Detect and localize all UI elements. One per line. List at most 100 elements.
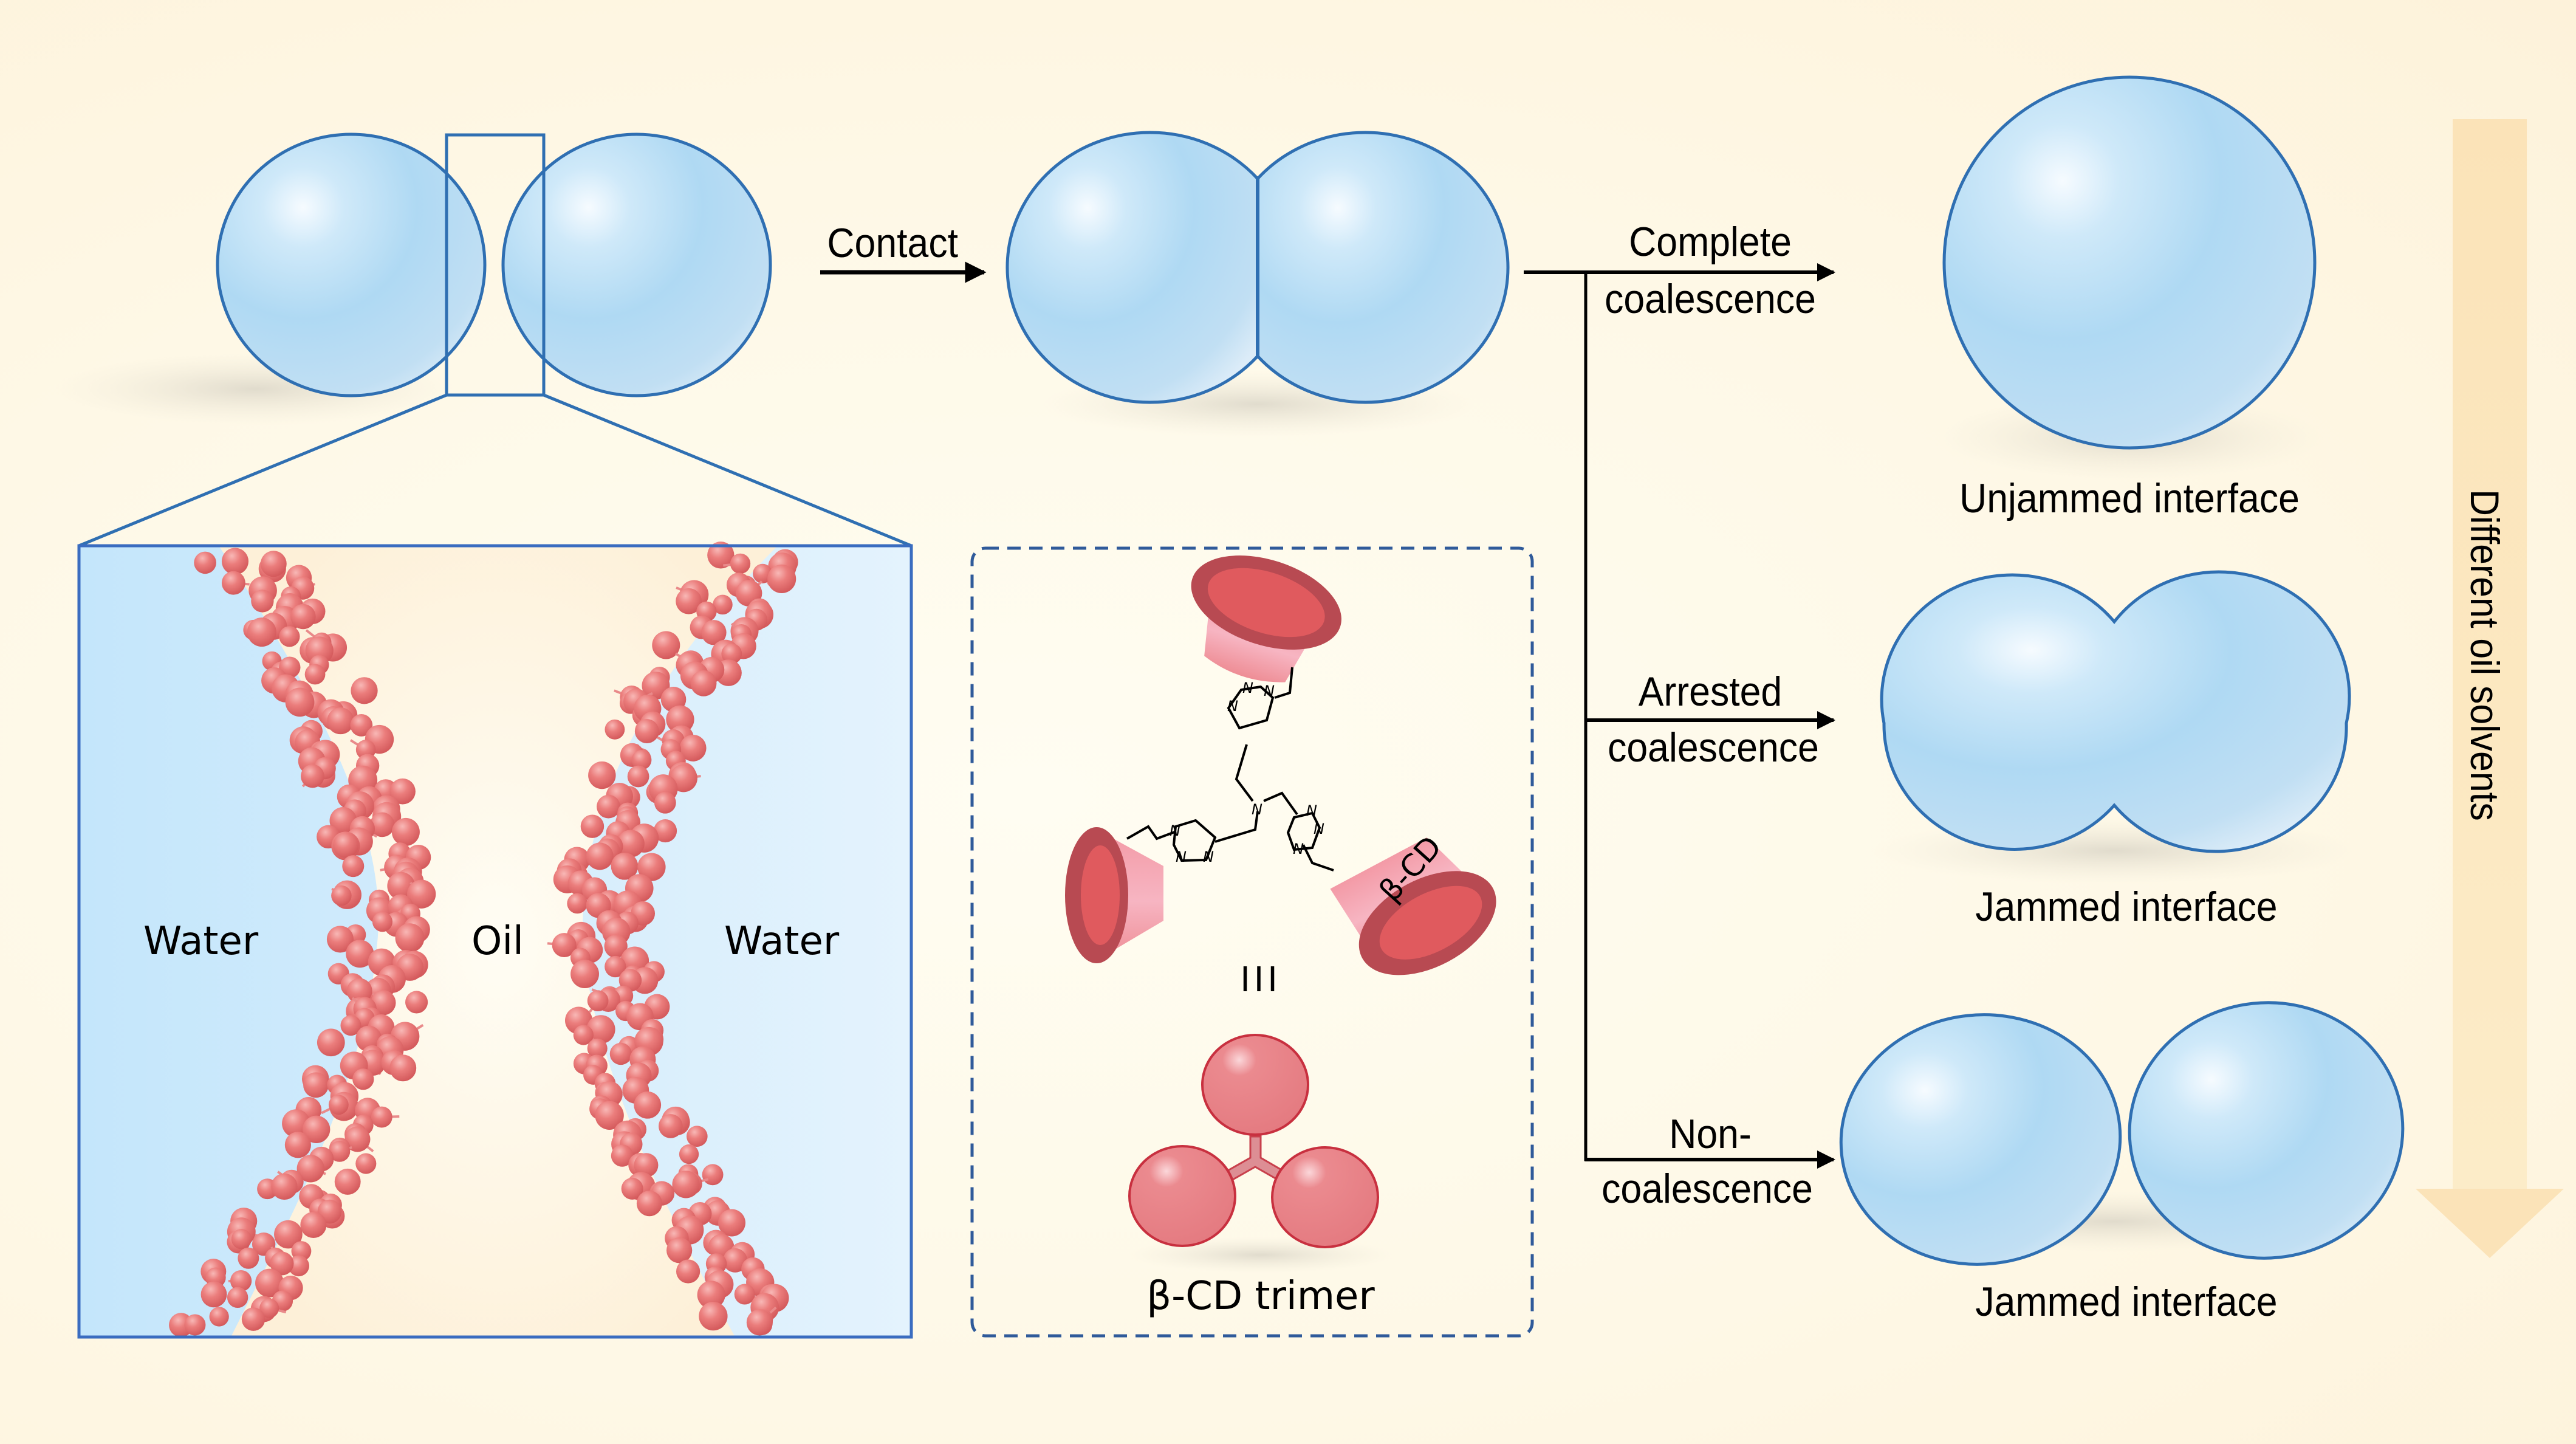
cd-trimer-particle	[296, 1155, 324, 1183]
cd-trimer-particle	[588, 761, 616, 789]
cd-trimer-particle	[611, 1144, 634, 1167]
cd-trimer-particle	[301, 764, 324, 788]
cd-trimer-particle	[230, 1270, 252, 1292]
branch-label-non-bottom: coalescence	[1601, 1166, 1813, 1212]
droplet-left	[216, 132, 487, 397]
cd-trimer-particle	[194, 551, 216, 574]
cd-trimer-particle	[238, 1247, 259, 1269]
cd-trimer-particle	[389, 1054, 417, 1082]
cd-cone-left	[1065, 827, 1163, 963]
cd-trimer-particle	[304, 664, 326, 685]
cd-trimer-particle	[609, 1042, 632, 1065]
cd-trimer-particle	[713, 594, 733, 615]
merged-droplet	[1942, 75, 2317, 450]
contacting-doublet	[1005, 131, 1510, 438]
outcome-complete-coalescence	[1935, 75, 2324, 480]
cd-trimer-particle	[634, 1091, 662, 1119]
cd-trimer-particle	[672, 1171, 700, 1198]
cd-trimer-particle	[350, 713, 373, 737]
cd-trimer-particle	[279, 626, 300, 647]
cd-trimer-particle	[260, 551, 287, 577]
branch-label-arrested-bottom: coalescence	[1608, 724, 1819, 771]
cd-trimer-particle	[259, 1298, 279, 1318]
cd-trimer-particle	[658, 1114, 683, 1138]
zoom-guide-right	[543, 393, 912, 548]
cd-trimer-particle	[274, 1220, 303, 1249]
cd-trimer-particle	[707, 542, 735, 569]
cd-trimer-particle	[573, 1025, 594, 1045]
branch-label-complete-top: Complete	[1629, 219, 1792, 265]
cd-trimer-particle	[372, 912, 392, 932]
phase-label-oil: Oil	[471, 919, 524, 964]
branch-label-arrested-top: Arrested	[1638, 669, 1783, 715]
arrested-doublet	[1880, 570, 2351, 853]
branch-label-non-top: Non-	[1669, 1111, 1752, 1157]
cd-trimer-particle	[621, 1177, 643, 1200]
initial-droplet-pair	[55, 132, 912, 548]
cd-trimer-particle	[340, 1015, 361, 1036]
outcome-non-coalescence	[1839, 1001, 2405, 1266]
cd-trimer-particle	[690, 670, 717, 696]
cd-trimer-particle	[241, 1307, 265, 1331]
atom-n: N	[1170, 822, 1180, 839]
branch-label-complete-bottom: coalescence	[1605, 276, 1816, 322]
cd-trimer-particle	[302, 1115, 331, 1144]
cd-trimer-particle	[734, 1284, 755, 1305]
cd-trimer-particle	[699, 1301, 728, 1331]
cd-trimer-particle	[355, 1153, 377, 1174]
linker-atom-labels: N N N N N N N N N N	[1170, 679, 1324, 865]
cd-trimer-particle	[718, 1209, 745, 1237]
cd-trimer-particle	[407, 879, 436, 909]
droplet-right	[501, 132, 772, 397]
doublet-right	[1256, 131, 1510, 404]
cd-trimer-particle	[255, 1268, 284, 1298]
cd-trimer-particle	[344, 1126, 371, 1152]
atom-n: N	[1314, 820, 1324, 837]
cd-trimer-particle	[331, 885, 352, 906]
cd-trimer-particle	[666, 705, 694, 734]
atom-n: N	[1264, 682, 1275, 700]
cd-trimer-particle	[676, 1259, 701, 1284]
cd-trimer-particle	[687, 1126, 708, 1147]
separate-droplet-right	[2128, 1001, 2405, 1260]
cd-trimer-particle	[405, 991, 428, 1014]
cd-trimer-particle	[679, 1144, 699, 1164]
cd-trimer-particle	[251, 590, 274, 613]
atom-n: N	[1293, 841, 1304, 858]
cd-trimer-particle	[351, 677, 378, 704]
cd-trimer-particle	[317, 1028, 345, 1057]
cd-trimer-particle	[702, 1164, 724, 1186]
cd-trimer-particle	[636, 1191, 662, 1217]
cd-trimer-particle	[642, 672, 670, 700]
atom-n: N	[1306, 802, 1317, 819]
cd-trimer-particle	[605, 719, 625, 740]
cd-trimer-particle	[604, 934, 628, 958]
cd-trimer-particle	[597, 794, 620, 819]
interface-inset	[77, 542, 913, 1339]
cd-trimer-particle	[567, 893, 587, 914]
cd-trimer-particle	[637, 853, 666, 881]
cd-trimer-particle	[721, 643, 742, 664]
cd-trimer-particle	[552, 933, 577, 958]
trimer-label: β-CD trimer	[1146, 1274, 1375, 1319]
cd-trimer-particle	[290, 603, 316, 630]
cd-trimer-particle	[631, 750, 652, 770]
inset-border	[77, 544, 913, 1339]
cd-trimer-particle	[676, 588, 702, 614]
cd-trimer-particle	[221, 571, 245, 595]
cd-trimer-particle	[595, 1101, 624, 1130]
cd-trimer-particle	[391, 817, 420, 846]
cd-trimer-particle	[271, 1173, 298, 1200]
cd-trimer-particle	[587, 990, 609, 1012]
cd-trimer-particle	[371, 1106, 392, 1128]
cd-trimer-particle	[611, 852, 639, 880]
cd-trimer-particle	[371, 990, 396, 1016]
outcome-arrested-coalescence	[1871, 570, 2357, 884]
cd-trimer-particle	[701, 620, 727, 645]
cd-trimer-particle	[247, 617, 276, 647]
cd-trimer-particle	[231, 1229, 252, 1250]
cd-trimer-particle	[697, 1281, 725, 1309]
atom-n: N	[1176, 848, 1187, 865]
particle-layer-left	[169, 548, 436, 1338]
cd-cone-top	[1191, 555, 1341, 682]
